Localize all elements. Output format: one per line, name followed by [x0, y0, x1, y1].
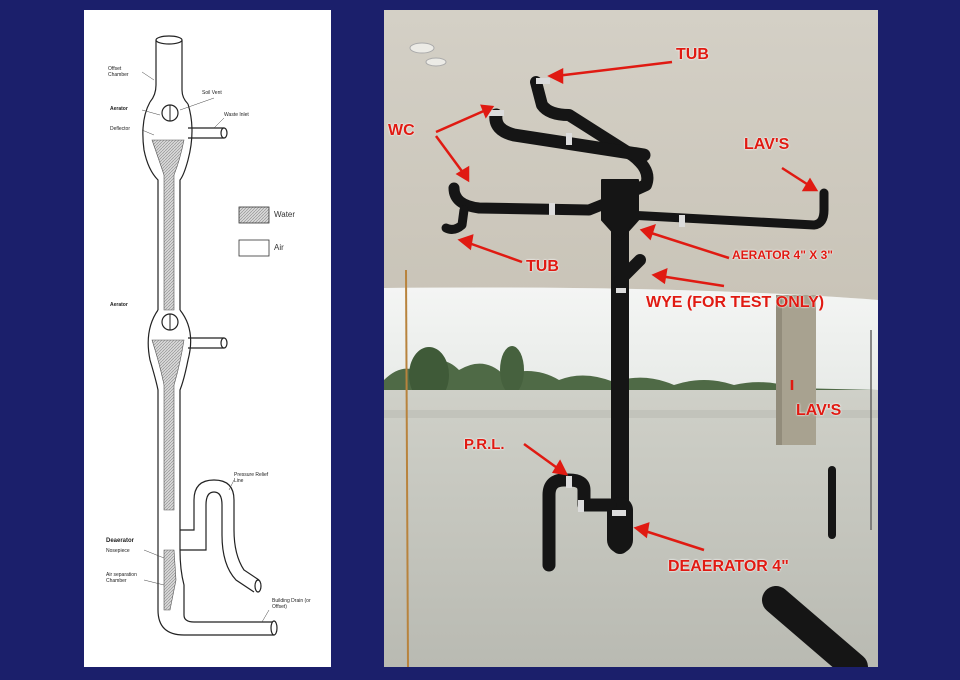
legend-water-label: Water — [274, 210, 296, 219]
label-lavs-top: LAV'S — [744, 136, 790, 153]
label-soil-vent: Soil Vent — [202, 90, 222, 96]
label-deflector: Deflector — [110, 126, 131, 132]
label-aerator-top: Aerator — [110, 106, 128, 112]
label-prl: P.R.L. — [464, 436, 505, 453]
legend-air-label: Air — [274, 243, 284, 252]
label-tub-top: TUB — [676, 46, 709, 63]
schematic-drawing — [141, 35, 278, 636]
label-deaerator: DEAERATOR 4" — [668, 558, 789, 575]
label-wc: WC — [388, 122, 415, 139]
photo-panel: TUB WC LAV'S AERATOR 4" X 3" TUB WYE (FO… — [384, 10, 878, 667]
label-deaerator: Deaerator — [106, 538, 135, 544]
legend-air-swatch — [238, 239, 270, 257]
photo-illustration — [384, 10, 878, 667]
label-lavs-right: LAV'S — [796, 402, 842, 419]
label-aerator: AERATOR 4" X 3" — [732, 248, 833, 262]
label-pressure-relief: Pressure Relief Line — [234, 472, 269, 484]
label-wye: WYE (FOR TEST ONLY) — [646, 294, 825, 311]
schematic-diagram-panel: Offset Chamber Aerator Deflector Soil Ve… — [84, 10, 331, 667]
label-aerator-mid: Aerator — [110, 302, 128, 308]
legend-water-swatch — [238, 206, 270, 224]
label-waste-inlet: Waste Inlet — [224, 112, 249, 118]
label-nosepiece: Nosepiece — [106, 548, 130, 554]
label-tub-bottom: TUB — [526, 258, 559, 275]
label-building-drain: Building Drain (or Offset) — [272, 598, 311, 610]
label-effluent-chamber: Offset Chamber — [108, 66, 129, 78]
label-air-separation: Air separation Chamber — [106, 572, 137, 584]
